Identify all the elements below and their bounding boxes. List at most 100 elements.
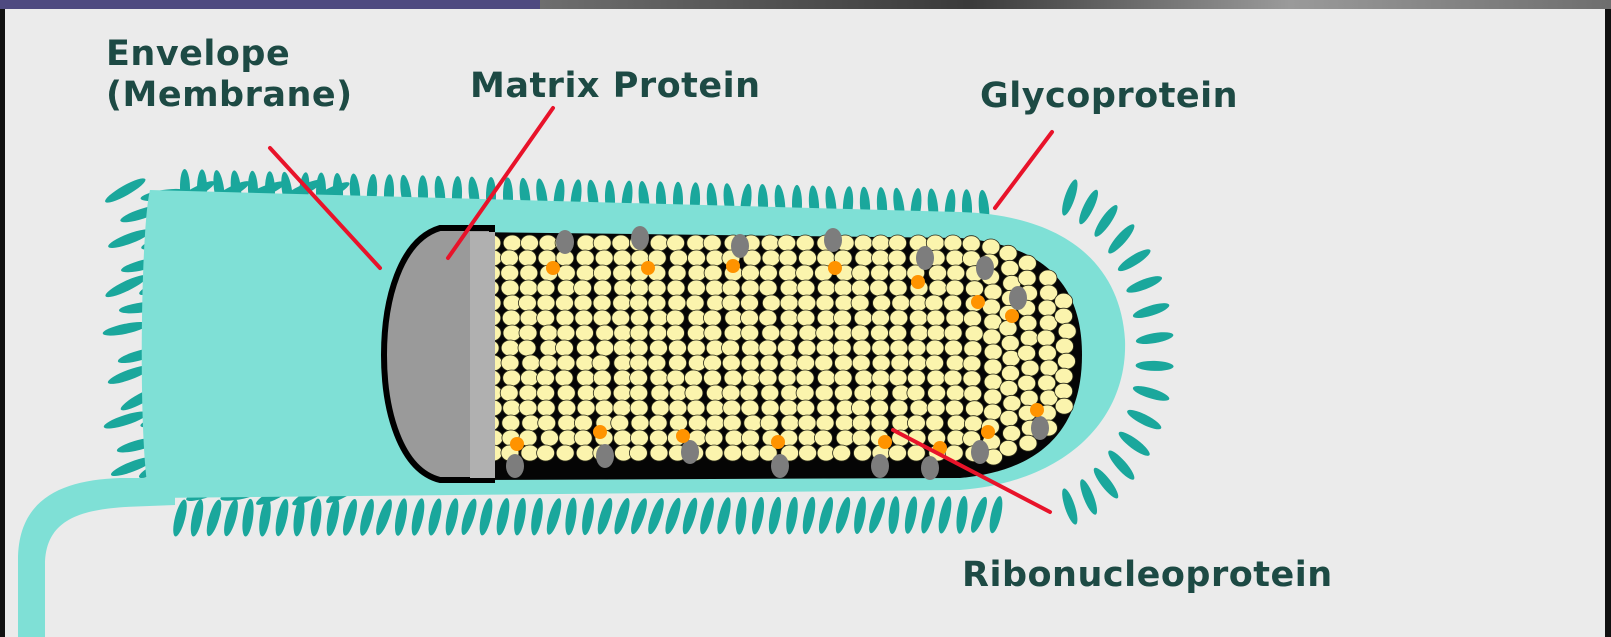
rnp-bead xyxy=(557,280,575,296)
rnp-bead xyxy=(1055,368,1073,384)
rnp-bead xyxy=(759,340,777,356)
rnp-bead xyxy=(834,385,852,401)
rnp-orange-node xyxy=(510,437,524,451)
rnp-bead xyxy=(742,370,760,386)
rnp-bead xyxy=(577,385,595,401)
rnp-bead xyxy=(650,370,668,386)
rnp-orange-node xyxy=(726,259,740,273)
rnp-bead xyxy=(966,401,984,417)
rnp-bead xyxy=(872,235,890,251)
rnp-bead xyxy=(742,445,760,461)
rnp-bead xyxy=(855,370,873,386)
rnp-bead xyxy=(1039,270,1057,286)
rnp-bead xyxy=(964,416,982,432)
rnp-bead xyxy=(704,370,722,386)
rnp-bead xyxy=(741,400,759,416)
rnp-bead xyxy=(592,355,610,371)
rnp-gray-node xyxy=(631,226,649,250)
rnp-bead xyxy=(851,325,869,341)
rnp-bead xyxy=(558,415,576,431)
rnp-bead xyxy=(630,325,648,341)
rnp-orange-node xyxy=(878,435,892,449)
rnp-bead xyxy=(650,235,668,251)
rnp-bead xyxy=(799,325,817,341)
rnp-bead xyxy=(946,310,964,326)
rnp-bead xyxy=(614,325,632,341)
rnp-bead xyxy=(780,325,798,341)
rnp-bead xyxy=(519,385,537,401)
rnp-gray-node xyxy=(731,234,749,258)
rnp-gray-node xyxy=(824,228,842,252)
rnp-bead xyxy=(518,295,536,311)
rnp-bead xyxy=(630,430,648,446)
rnp-bead xyxy=(741,355,759,371)
rnp-bead xyxy=(984,404,1002,420)
rnp-bead xyxy=(631,280,649,296)
rnp-bead xyxy=(910,325,928,341)
rnp-bead xyxy=(576,325,594,341)
rnp-bead xyxy=(537,295,555,311)
rnp-bead xyxy=(722,280,740,296)
rnp-bead xyxy=(706,250,724,266)
rnp-bead xyxy=(798,430,816,446)
rnp-bead xyxy=(817,400,835,416)
rnp-bead xyxy=(888,250,906,266)
rnp-bead xyxy=(817,310,835,326)
rnp-bead xyxy=(870,385,888,401)
rnp-bead xyxy=(779,250,797,266)
rnp-bead xyxy=(872,340,890,356)
rnp-bead xyxy=(1056,338,1074,354)
rnp-bead xyxy=(723,400,741,416)
rnp-orange-node xyxy=(828,261,842,275)
rnp-bead xyxy=(926,415,944,431)
matrix-protein-label: Matrix Protein xyxy=(470,66,761,107)
rnp-bead xyxy=(929,280,947,296)
rnp-bead xyxy=(759,370,777,386)
rnp-bead xyxy=(648,355,666,371)
rnp-bead xyxy=(577,340,595,356)
rnp-bead xyxy=(667,325,685,341)
rnp-bead xyxy=(925,295,943,311)
rnp-bead xyxy=(687,325,705,341)
rnp-bead xyxy=(964,311,982,327)
rnp-bead xyxy=(594,280,612,296)
rnp-bead xyxy=(907,370,925,386)
rnp-bead xyxy=(669,355,687,371)
rnp-bead xyxy=(669,400,687,416)
rnp-bead xyxy=(596,325,614,341)
rnp-bead xyxy=(909,355,927,371)
rnp-bead xyxy=(704,325,722,341)
rnp-bead xyxy=(502,310,520,326)
rnp-bead xyxy=(519,400,537,416)
rnp-bead xyxy=(1038,375,1056,391)
rnp-bead xyxy=(722,385,740,401)
rnp-bead xyxy=(854,235,872,251)
rnp-bead xyxy=(1018,345,1036,361)
envelope-label: Envelope (Membrane) xyxy=(106,34,353,116)
envelope-label-line1: Envelope xyxy=(106,34,353,75)
rnp-bead xyxy=(501,280,519,296)
rnp-bead xyxy=(762,250,780,266)
rnp-bead xyxy=(537,310,555,326)
rnp-bead xyxy=(759,310,777,326)
rnp-bead xyxy=(984,389,1002,405)
rnp-bead xyxy=(612,310,630,326)
rnp-bead xyxy=(816,325,834,341)
rnp-bead xyxy=(834,310,852,326)
rnp-bead xyxy=(836,430,854,446)
rnp-bead xyxy=(891,355,909,371)
rnp-bead xyxy=(539,235,557,251)
rnp-bead xyxy=(797,400,815,416)
rnp-bead xyxy=(1000,410,1018,426)
rnp-bead xyxy=(796,385,814,401)
rnp-bead xyxy=(576,250,594,266)
rnp-bead xyxy=(593,265,611,281)
rnp-bead xyxy=(722,340,740,356)
rnp-bead xyxy=(946,385,964,401)
rnp-bead xyxy=(614,430,632,446)
rnp-bead xyxy=(741,310,759,326)
rnp-bead xyxy=(927,325,945,341)
rnp-bead xyxy=(596,340,614,356)
rnp-bead xyxy=(556,310,574,326)
rnp-bead xyxy=(630,370,648,386)
